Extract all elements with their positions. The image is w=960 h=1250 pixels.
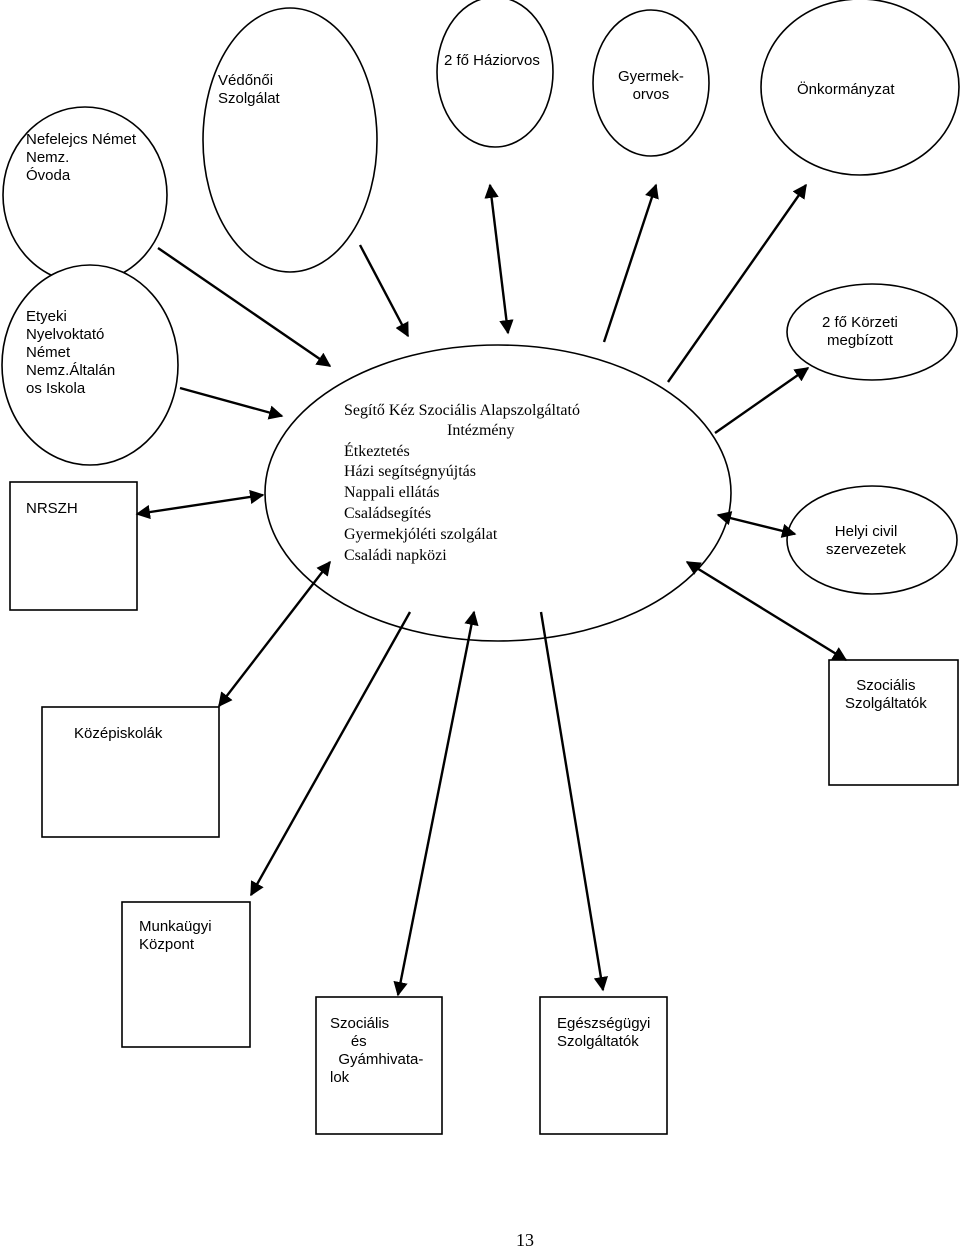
egeszsegugyi-box xyxy=(539,996,668,1135)
haziorvos-label: 2 fő Háziorvos xyxy=(444,52,540,69)
service-item-csaladi-napkozi: Családi napközi xyxy=(344,547,447,564)
gyamhivatal-box xyxy=(315,996,443,1135)
service-item-gyermekjoleti-szolgalat: Gyermekjóléti szolgálat xyxy=(344,526,498,543)
connector-gyamhivatal xyxy=(393,610,479,997)
munkaugyi-label: Munkaügyi Központ xyxy=(139,918,212,953)
korzeti-megbizott-circle xyxy=(786,283,958,381)
onkormanyzat-label: Önkormányzat xyxy=(797,81,895,98)
connector-egeszsegugyi xyxy=(539,611,609,992)
etyeki-iskola-circle xyxy=(1,264,179,466)
nrszh-box xyxy=(9,481,138,611)
munkaugyi-box xyxy=(121,901,251,1048)
connector-vedonoi xyxy=(358,244,410,338)
connector-kozepiskolak xyxy=(218,560,331,708)
gyamhivatal-label: Szociális és Gyámhivata- lok xyxy=(330,1015,424,1086)
etyeki-iskola-label: Etyeki Nyelvoktató Német Nemz.Általán os… xyxy=(26,308,116,397)
central-institution-ellipse xyxy=(264,344,732,642)
page-number: 13 xyxy=(516,1230,534,1250)
connector-munkaugyi xyxy=(249,611,412,897)
gyermekorvos-circle xyxy=(592,9,710,157)
egeszsegugyi-label: Egészségügyi Szolgáltatók xyxy=(557,1015,651,1050)
korzeti-megbizott-label: 2 fő Körzeti megbízott xyxy=(822,314,898,349)
haziorvos-circle xyxy=(436,0,554,148)
szocialis-szolgaltatok-box xyxy=(828,659,959,786)
helyi-civil-label: Helyi civil szervezetek xyxy=(826,523,907,558)
kozepiskolak-label: Középiskolák xyxy=(74,725,163,742)
nrszh-label: NRSZH xyxy=(26,500,78,517)
connector-gyermekorvos xyxy=(602,183,659,343)
connector-helyi-civil xyxy=(716,511,797,538)
kozepiskolak-box xyxy=(41,706,220,838)
gyermekorvos-label: Gyermek- orvos xyxy=(618,68,684,103)
nefelejcs-ovoda-label: Nefelejcs Német Nemz. Óvoda xyxy=(26,131,137,184)
connector-haziorvos xyxy=(484,183,514,335)
connector-onkormanyzat xyxy=(667,183,807,383)
szocialis-szolgaltatok-label: Szociális Szolgáltatók xyxy=(845,677,927,712)
connector-korzeti xyxy=(714,367,810,434)
central-title: Segítő Kéz Szociális Alapszolgáltató xyxy=(344,402,580,419)
service-item-nappali-ellatas: Nappali ellátás xyxy=(344,484,440,501)
service-item-etkeztetes: Étkeztetés xyxy=(344,443,410,460)
service-item-csaladsegites: Családsegítés xyxy=(344,505,432,522)
central-subtitle: Intézmény xyxy=(447,422,515,439)
connector-etyeki xyxy=(179,386,284,420)
connector-nrszh xyxy=(135,489,265,520)
vedonoi-szolgalat-circle xyxy=(202,7,378,273)
connector-nefelejcs xyxy=(157,247,332,367)
onkormanyzat-circle xyxy=(760,0,960,176)
service-item-hazi-segitsegnyujtas: Házi segítségnyújtás xyxy=(344,463,476,480)
connector-szocialis-szolgaltatok xyxy=(685,560,848,662)
vedonoi-szolgalat-label: Védőnői Szolgálat xyxy=(218,72,280,107)
